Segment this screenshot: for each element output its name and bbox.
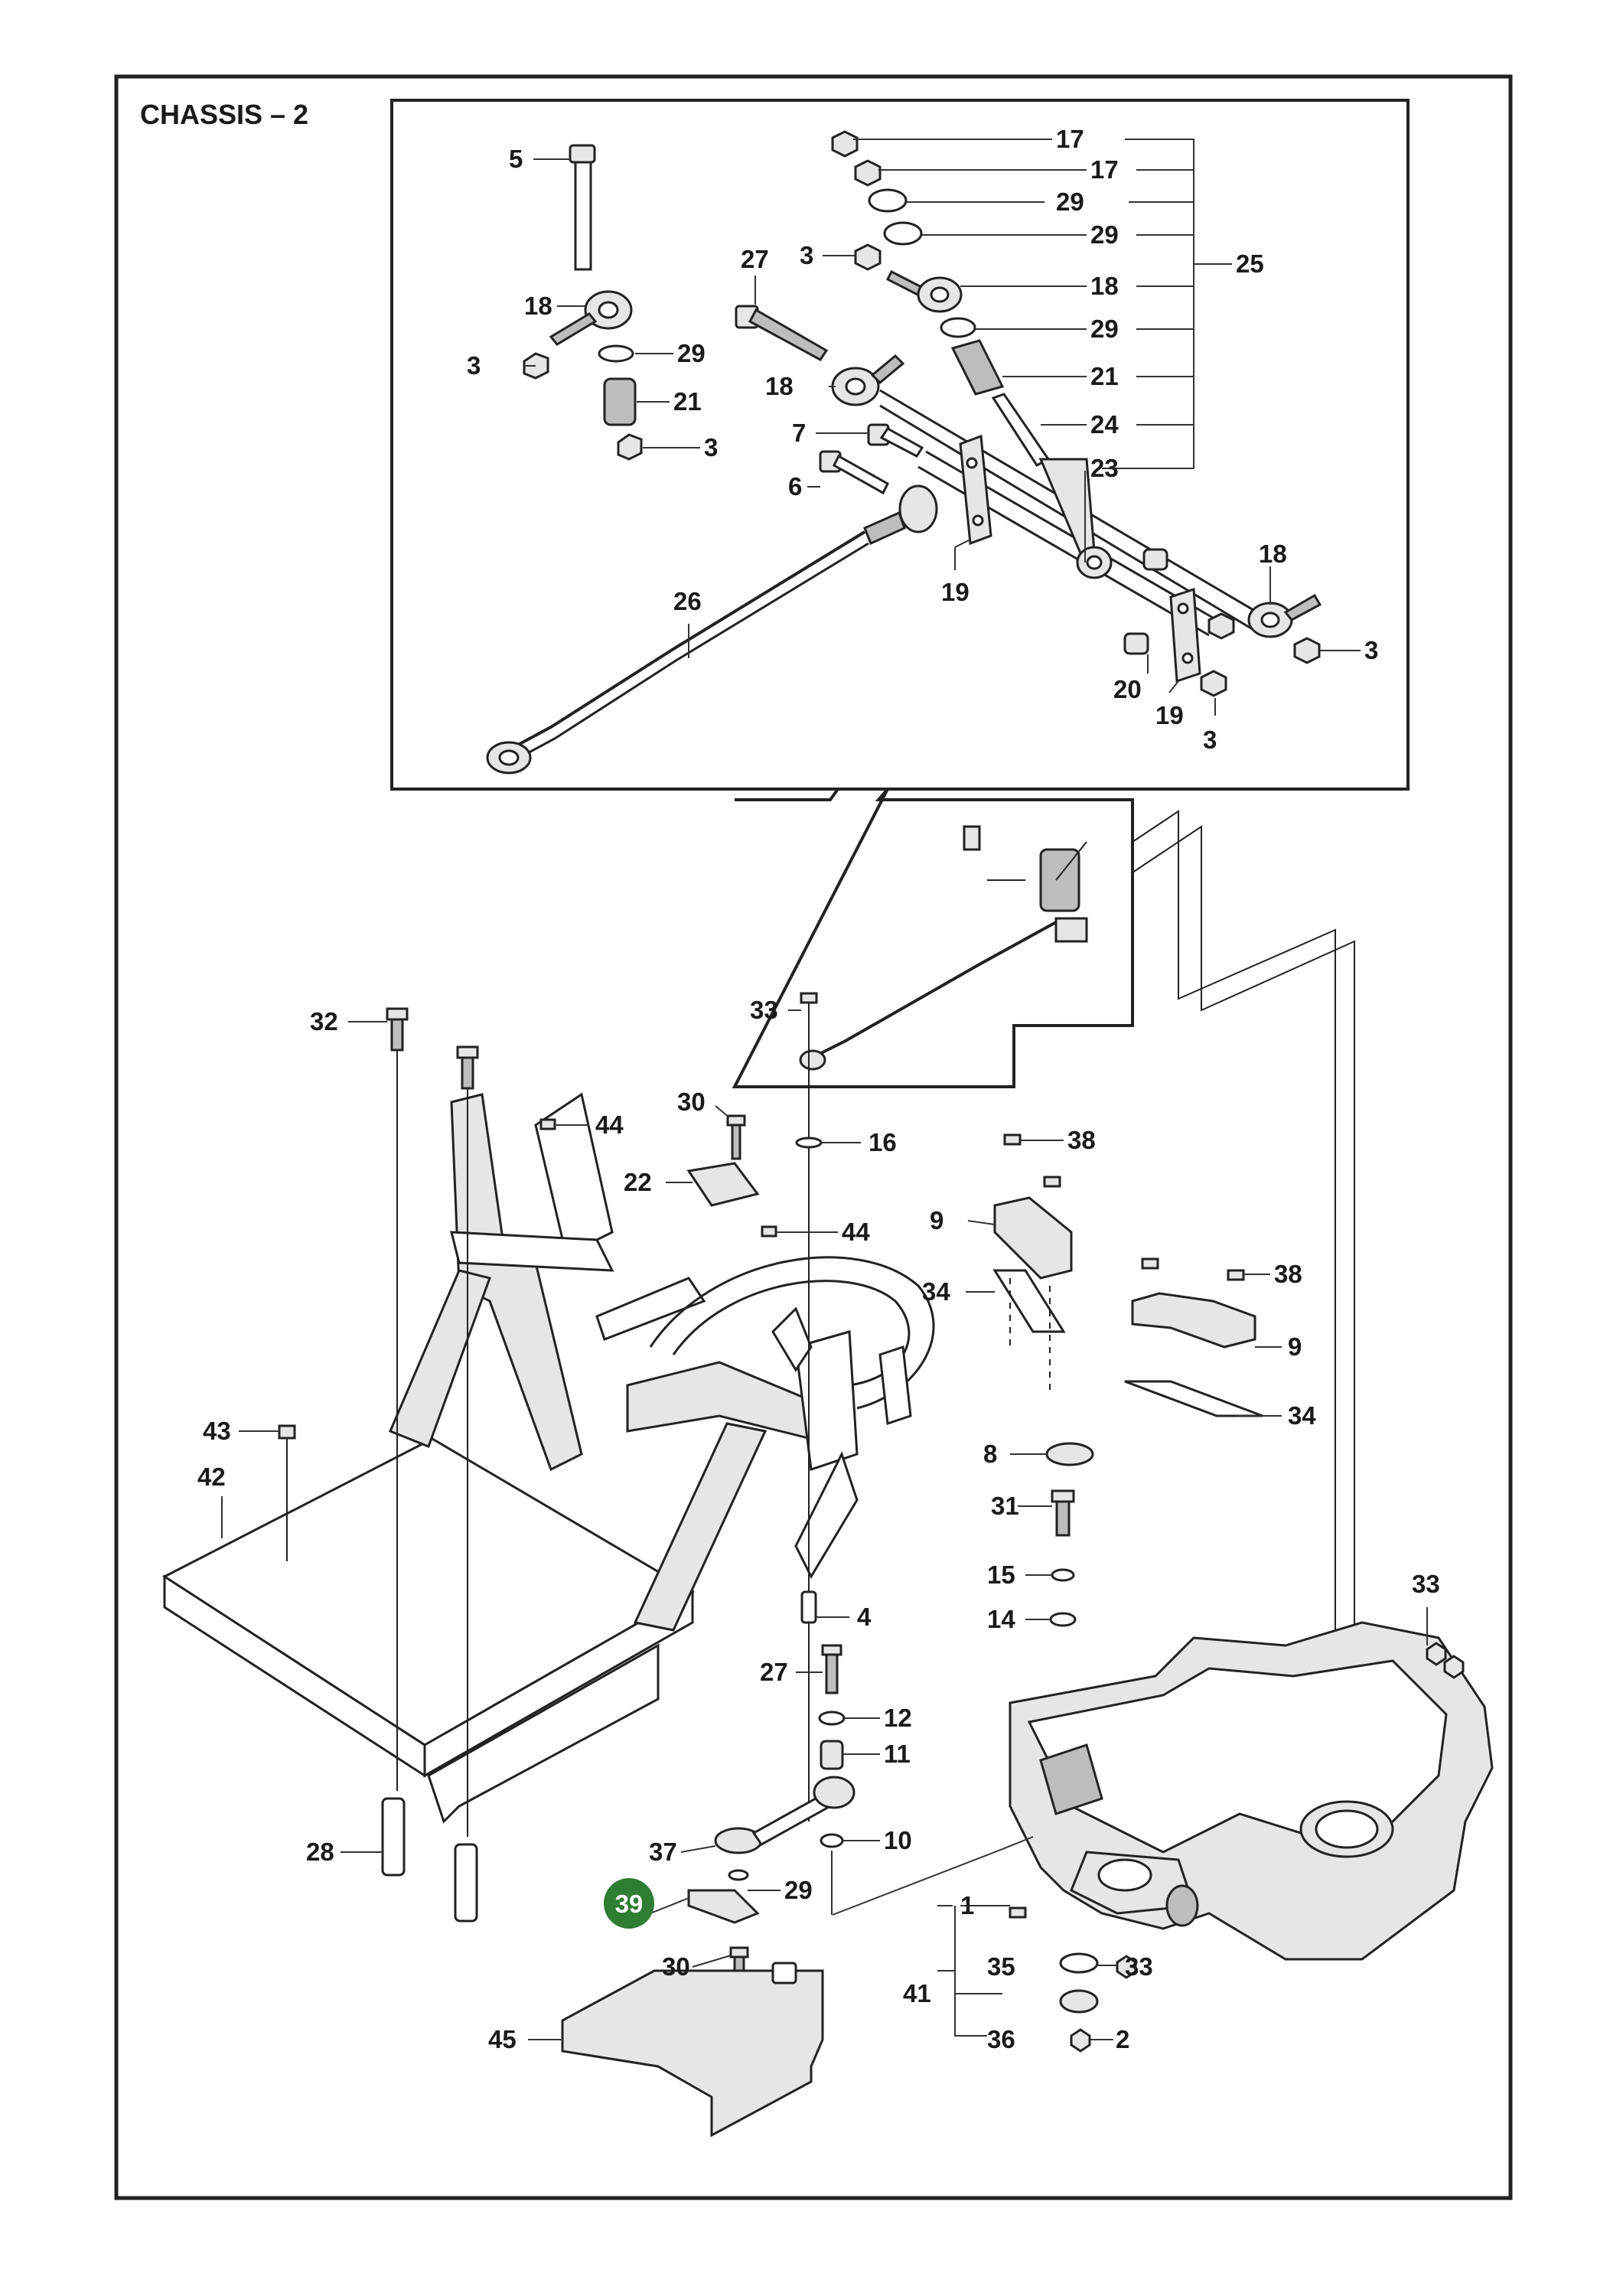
callout-30: 30	[662, 1952, 690, 1981]
callout-26: 26	[673, 587, 702, 615]
highlight-label[interactable]: 39	[615, 1890, 644, 1918]
callout-17: 17	[1090, 155, 1119, 184]
callout-43: 43	[203, 1417, 231, 1445]
callout-33: 33	[750, 996, 778, 1024]
tank-body	[1009, 1621, 1494, 2053]
callout-3: 3	[800, 241, 813, 269]
magnifier-box	[732, 788, 1134, 1088]
callout-19: 19	[941, 578, 970, 606]
callout-36: 36	[987, 2025, 1015, 2053]
callout-18: 18	[765, 372, 794, 400]
callout-9: 9	[930, 1206, 943, 1234]
callout-14: 14	[987, 1605, 1015, 1633]
callout-24: 24	[1090, 410, 1119, 439]
callout-18: 18	[1090, 272, 1119, 300]
callout-12: 12	[884, 1704, 912, 1732]
callout-11: 11	[884, 1740, 911, 1768]
callout-4: 4	[857, 1603, 872, 1631]
callout-41: 41	[903, 1979, 931, 2007]
callout-30: 30	[677, 1088, 706, 1116]
diagram-title: CHASSIS – 2	[140, 99, 308, 130]
callout-34: 34	[1288, 1401, 1316, 1430]
callout-33: 33	[1412, 1570, 1440, 1598]
callout-17: 17	[1056, 125, 1084, 153]
callout-29: 29	[1090, 315, 1119, 343]
callout-29: 29	[1056, 188, 1084, 216]
callout-20: 20	[1113, 675, 1142, 703]
callout-1: 1	[960, 1891, 974, 1919]
isolator-parts	[992, 1133, 1263, 1627]
callout-3: 3	[1203, 726, 1217, 754]
connector-lines	[1132, 810, 1355, 1645]
callout-21: 21	[1090, 362, 1119, 390]
callout-8: 8	[983, 1440, 997, 1468]
callout-3: 3	[467, 351, 481, 380]
callout-29: 29	[677, 339, 706, 367]
callout-9: 9	[1288, 1332, 1302, 1361]
callout-16: 16	[869, 1128, 897, 1156]
callout-27: 27	[760, 1658, 788, 1686]
callout-44: 44	[595, 1110, 624, 1139]
callout-18: 18	[524, 292, 552, 320]
callout-31: 31	[991, 1492, 1019, 1520]
callout-32: 32	[310, 1007, 338, 1035]
callout-2: 2	[1116, 2025, 1129, 2053]
callout-45: 45	[488, 2025, 517, 2053]
callout-33: 33	[1125, 1952, 1153, 1981]
callout-5: 5	[509, 145, 523, 173]
callout-37: 37	[649, 1838, 677, 1866]
callout-19: 19	[1155, 701, 1184, 729]
outer-frame	[114, 74, 1513, 2200]
callout-44: 44	[842, 1218, 870, 1246]
callout-labels: 17 17 29 29 25 27 3 18 29 21 24 23 5 18 …	[197, 125, 1440, 2053]
callout-23: 23	[1090, 454, 1119, 482]
callout-28: 28	[306, 1838, 334, 1866]
callout-29: 29	[784, 1876, 813, 1904]
callout-22: 22	[624, 1168, 652, 1196]
frame-assembly	[162, 1092, 935, 1923]
callout-27: 27	[741, 245, 769, 273]
callout-21: 21	[673, 387, 702, 416]
magnifier-parts	[799, 825, 1088, 1071]
vertical-bolts	[278, 992, 855, 2138]
callout-35: 35	[987, 1952, 1015, 1981]
highlighted-callout-39[interactable]: 39	[604, 1878, 654, 1929]
inset-parts	[486, 130, 1322, 775]
leader-lines	[221, 139, 1428, 2040]
callout-10: 10	[884, 1826, 912, 1854]
callout-7: 7	[792, 419, 806, 447]
detail-inset-box	[390, 99, 1410, 791]
callout-3: 3	[704, 433, 718, 461]
callout-34: 34	[922, 1277, 950, 1306]
callout-15: 15	[987, 1561, 1015, 1589]
callout-3: 3	[1364, 636, 1378, 664]
callout-38: 38	[1067, 1126, 1096, 1154]
callout-38: 38	[1274, 1260, 1302, 1288]
callout-29: 29	[1090, 220, 1119, 249]
callout-18: 18	[1259, 540, 1287, 568]
callout-6: 6	[788, 472, 802, 501]
callout-25: 25	[1236, 249, 1264, 278]
highlight-circle[interactable]	[604, 1878, 654, 1929]
callout-42: 42	[197, 1463, 226, 1491]
